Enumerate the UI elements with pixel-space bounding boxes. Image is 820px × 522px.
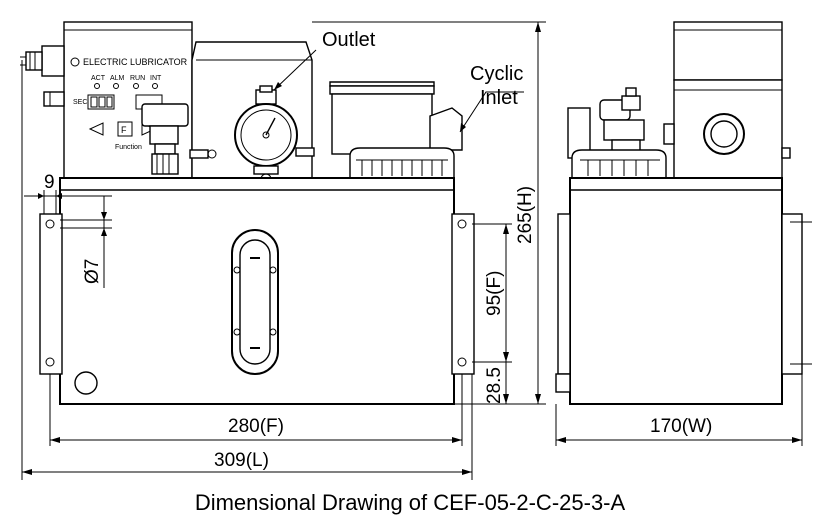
led-icon [133,83,139,89]
brand-label: ELECTRIC LUBRICATOR [83,57,188,67]
seconds-display [87,94,115,110]
pressure-gauge-icon [189,85,315,185]
drain-plug-icon [74,371,98,395]
brand-logo-icon [70,57,80,67]
cyclic-callout: Cyclic [470,63,523,85]
dim-hole-offset: 9 [44,172,55,193]
led-icon [113,83,119,89]
led-icon [94,83,100,89]
side-drain-plug-icon [555,373,571,393]
side-valve-icon [567,87,645,159]
indicator-int: INT [150,75,162,82]
left-mounting-bracket [39,213,63,375]
side-port-icon [703,113,745,155]
indicator-run: RUN [130,75,145,82]
outlet-callout: Outlet [322,29,376,51]
side-top-cover [673,21,783,81]
f-key-button [117,121,133,137]
indicator-alm: ALM [110,75,125,82]
inlet-callout: Inlet [480,87,518,109]
dim-width: 170(W) [650,416,712,437]
cable-gland-icon [20,45,65,77]
drawing-caption: Dimensional Drawing of CEF-05-2-C-25-3-A [195,490,626,515]
front-view: ELECTRIC LUBRICATOR ACT ALM RUN INT SEC … [20,21,475,405]
valve-icon [141,103,189,175]
side-view [555,21,812,405]
mount-hole-icon [45,357,55,367]
mount-hole-icon [45,219,55,229]
indicator-act: ACT [91,75,106,82]
sight-glass-icon [231,229,279,375]
side-filler-cap [571,149,667,181]
dim-length: 309(L) [214,450,269,471]
dim-mount-pitch-h: 280(F) [228,416,284,437]
function-label: Function [115,144,142,151]
right-mounting-bracket [451,213,475,375]
left-arrow-button-icon [88,122,104,136]
dim-hole-dia: Ø7 [82,259,103,284]
mount-hole-icon [457,357,467,367]
mount-hole-icon [457,219,467,229]
dim-height-total: 265(H) [515,186,536,244]
dimension-lines [21,21,803,480]
dim-bottom-offset: 28.5 [484,367,505,404]
filler-cap-icon [329,81,463,181]
dim-mount-pitch-v: 95(F) [484,271,505,316]
led-icon [152,83,158,89]
side-bracket-right [781,213,803,375]
side-bracket-left [557,213,571,375]
sec-label: SEC [73,99,87,106]
side-tank-body [569,177,783,405]
svg-text:F: F [121,125,127,135]
connector-icon [43,91,65,107]
